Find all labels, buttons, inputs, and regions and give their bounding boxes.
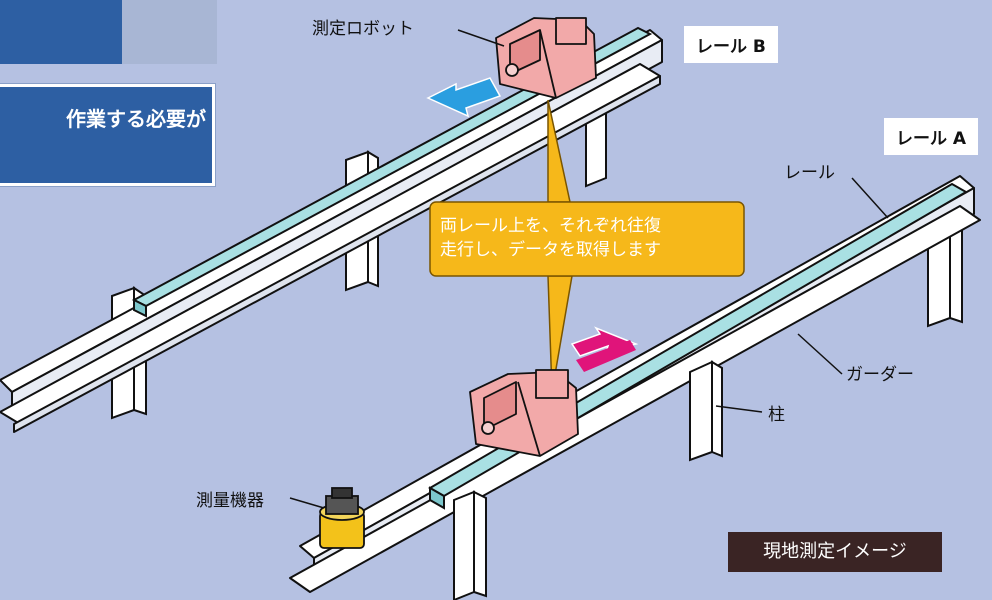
- girder-label: ガーダー: [846, 365, 914, 385]
- pillar-a3: [453, 490, 487, 600]
- callout-shape: [429, 99, 745, 393]
- rail-b: [131, 26, 653, 318]
- leader-surveying: [289, 497, 325, 509]
- rail-a-label: レール A: [884, 118, 979, 155]
- leader-rail: [851, 177, 889, 219]
- robot-a: [469, 369, 579, 457]
- header-tab-secondary: [122, 0, 217, 64]
- robot-b: [495, 17, 597, 99]
- arrow-right-icon: [570, 326, 639, 372]
- rail-label: レール: [784, 163, 835, 183]
- header-tab: [0, 0, 122, 64]
- leader-girder: [797, 333, 843, 375]
- caption-badge: 現地測定イメージ: [728, 532, 942, 572]
- pillar-label: 柱: [768, 405, 785, 425]
- rail-b-label: レール B: [684, 26, 778, 63]
- banner-text: 作業する必要が: [66, 107, 206, 131]
- girder-b: [0, 29, 663, 433]
- surveying-instrument-icon: [319, 487, 365, 549]
- arrow-left-icon: [426, 77, 502, 118]
- surveying-label: 測量機器: [196, 491, 264, 511]
- info-banner: 作業する必要が: [0, 84, 215, 186]
- leader-pillar: [715, 405, 763, 413]
- callout-line-1: 両レール上を、それぞれ往復: [440, 216, 661, 236]
- robot-label: 測定ロボット: [312, 19, 414, 39]
- pillar-a2: [689, 360, 723, 462]
- callout-text: 両レール上を、それぞれ往復 走行し、データを取得します: [440, 214, 740, 262]
- callout-line-2: 走行し、データを取得します: [440, 240, 661, 260]
- leader-robot: [457, 29, 505, 47]
